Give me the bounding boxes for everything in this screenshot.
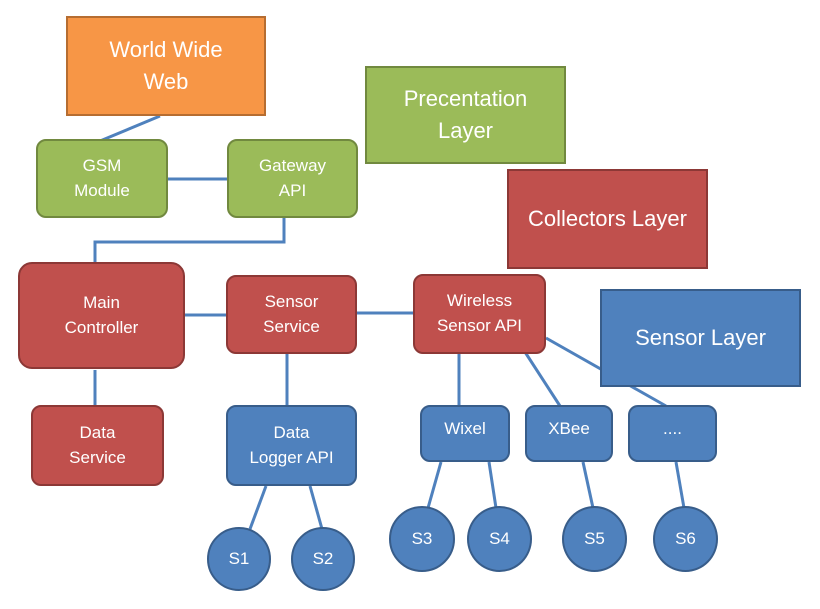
connector-more-s6 — [674, 461, 686, 509]
gateway-api-node: Gateway API — [227, 139, 358, 218]
connector-wixel-s4 — [487, 461, 498, 509]
gsm-module-node: GSM Module — [36, 139, 168, 218]
www-node: World Wide Web — [66, 16, 266, 116]
connector-wireless-xbee — [523, 351, 562, 407]
sensor-s1: S1 — [207, 527, 271, 591]
sensor-s3: S3 — [389, 506, 455, 572]
connector-gateway-main — [93, 218, 286, 263]
connector-logger-s2 — [308, 485, 324, 530]
wixel-node: Wixel — [420, 405, 510, 462]
data-service-node: Data Service — [31, 405, 164, 486]
collectors-layer-legend: Collectors Layer — [507, 169, 708, 269]
more-sensors-node: .... — [628, 405, 717, 462]
sensor-layer-legend: Sensor Layer — [600, 289, 801, 387]
sensor-s5: S5 — [562, 506, 627, 572]
data-logger-api-node: Data Logger API — [226, 405, 357, 486]
sensor-s4: S4 — [467, 506, 532, 572]
connector-www-gsm — [99, 114, 161, 143]
connector-xbee-s5 — [581, 461, 595, 509]
sensor-service-node: Sensor Service — [226, 275, 357, 354]
presentation-layer-legend: Precentation Layer — [365, 66, 566, 164]
sensor-s6: S6 — [653, 506, 718, 572]
wireless-sensor-api-node: Wireless Sensor API — [413, 274, 546, 354]
xbee-node: XBee — [525, 405, 613, 462]
sensor-s2: S2 — [291, 527, 355, 591]
connector-wixel-s3 — [426, 461, 443, 509]
connector-logger-s1 — [248, 485, 268, 530]
main-controller-node: Main Controller — [18, 262, 185, 369]
